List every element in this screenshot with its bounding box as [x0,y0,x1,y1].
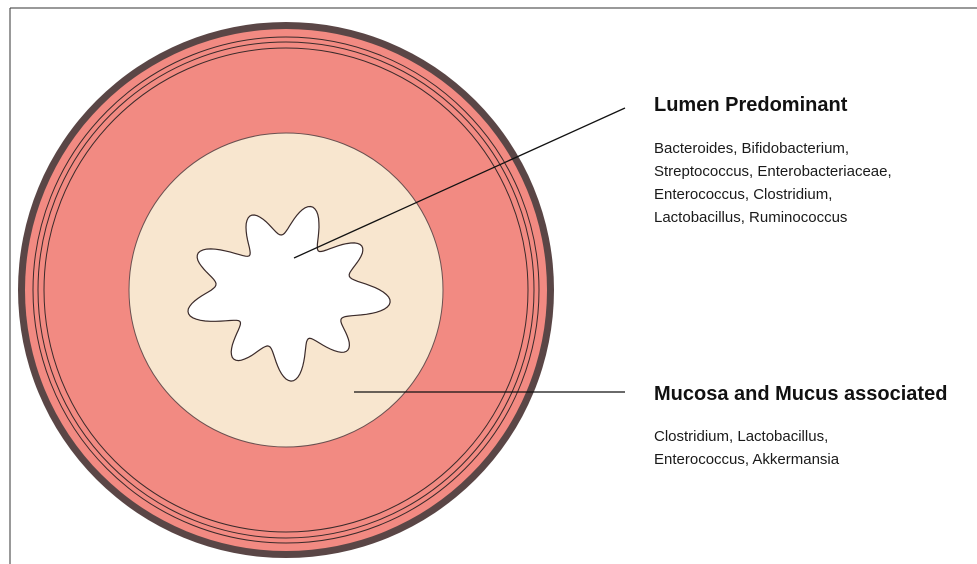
mucosa-taxa-line-1: Clostridium, Lactobacillus, [654,428,828,445]
lumen-taxa-line-4: Lactobacillus, Ruminococcus [654,209,847,226]
mucosa-associated-title: Mucosa and Mucus associated [654,383,947,405]
mucosa-taxa-line-2: Enterococcus, Akkermansia [654,451,840,468]
lumen-taxa-line-3: Enterococcus, Clostridium, [654,186,832,203]
lumen-taxa-line-1: Bacteroides, Bifidobacterium, [654,140,849,157]
lumen-predominant-title: Lumen Predominant [654,94,848,116]
lumen-taxa-line-2: Streptococcus, Enterobacteriaceae, [654,163,892,180]
